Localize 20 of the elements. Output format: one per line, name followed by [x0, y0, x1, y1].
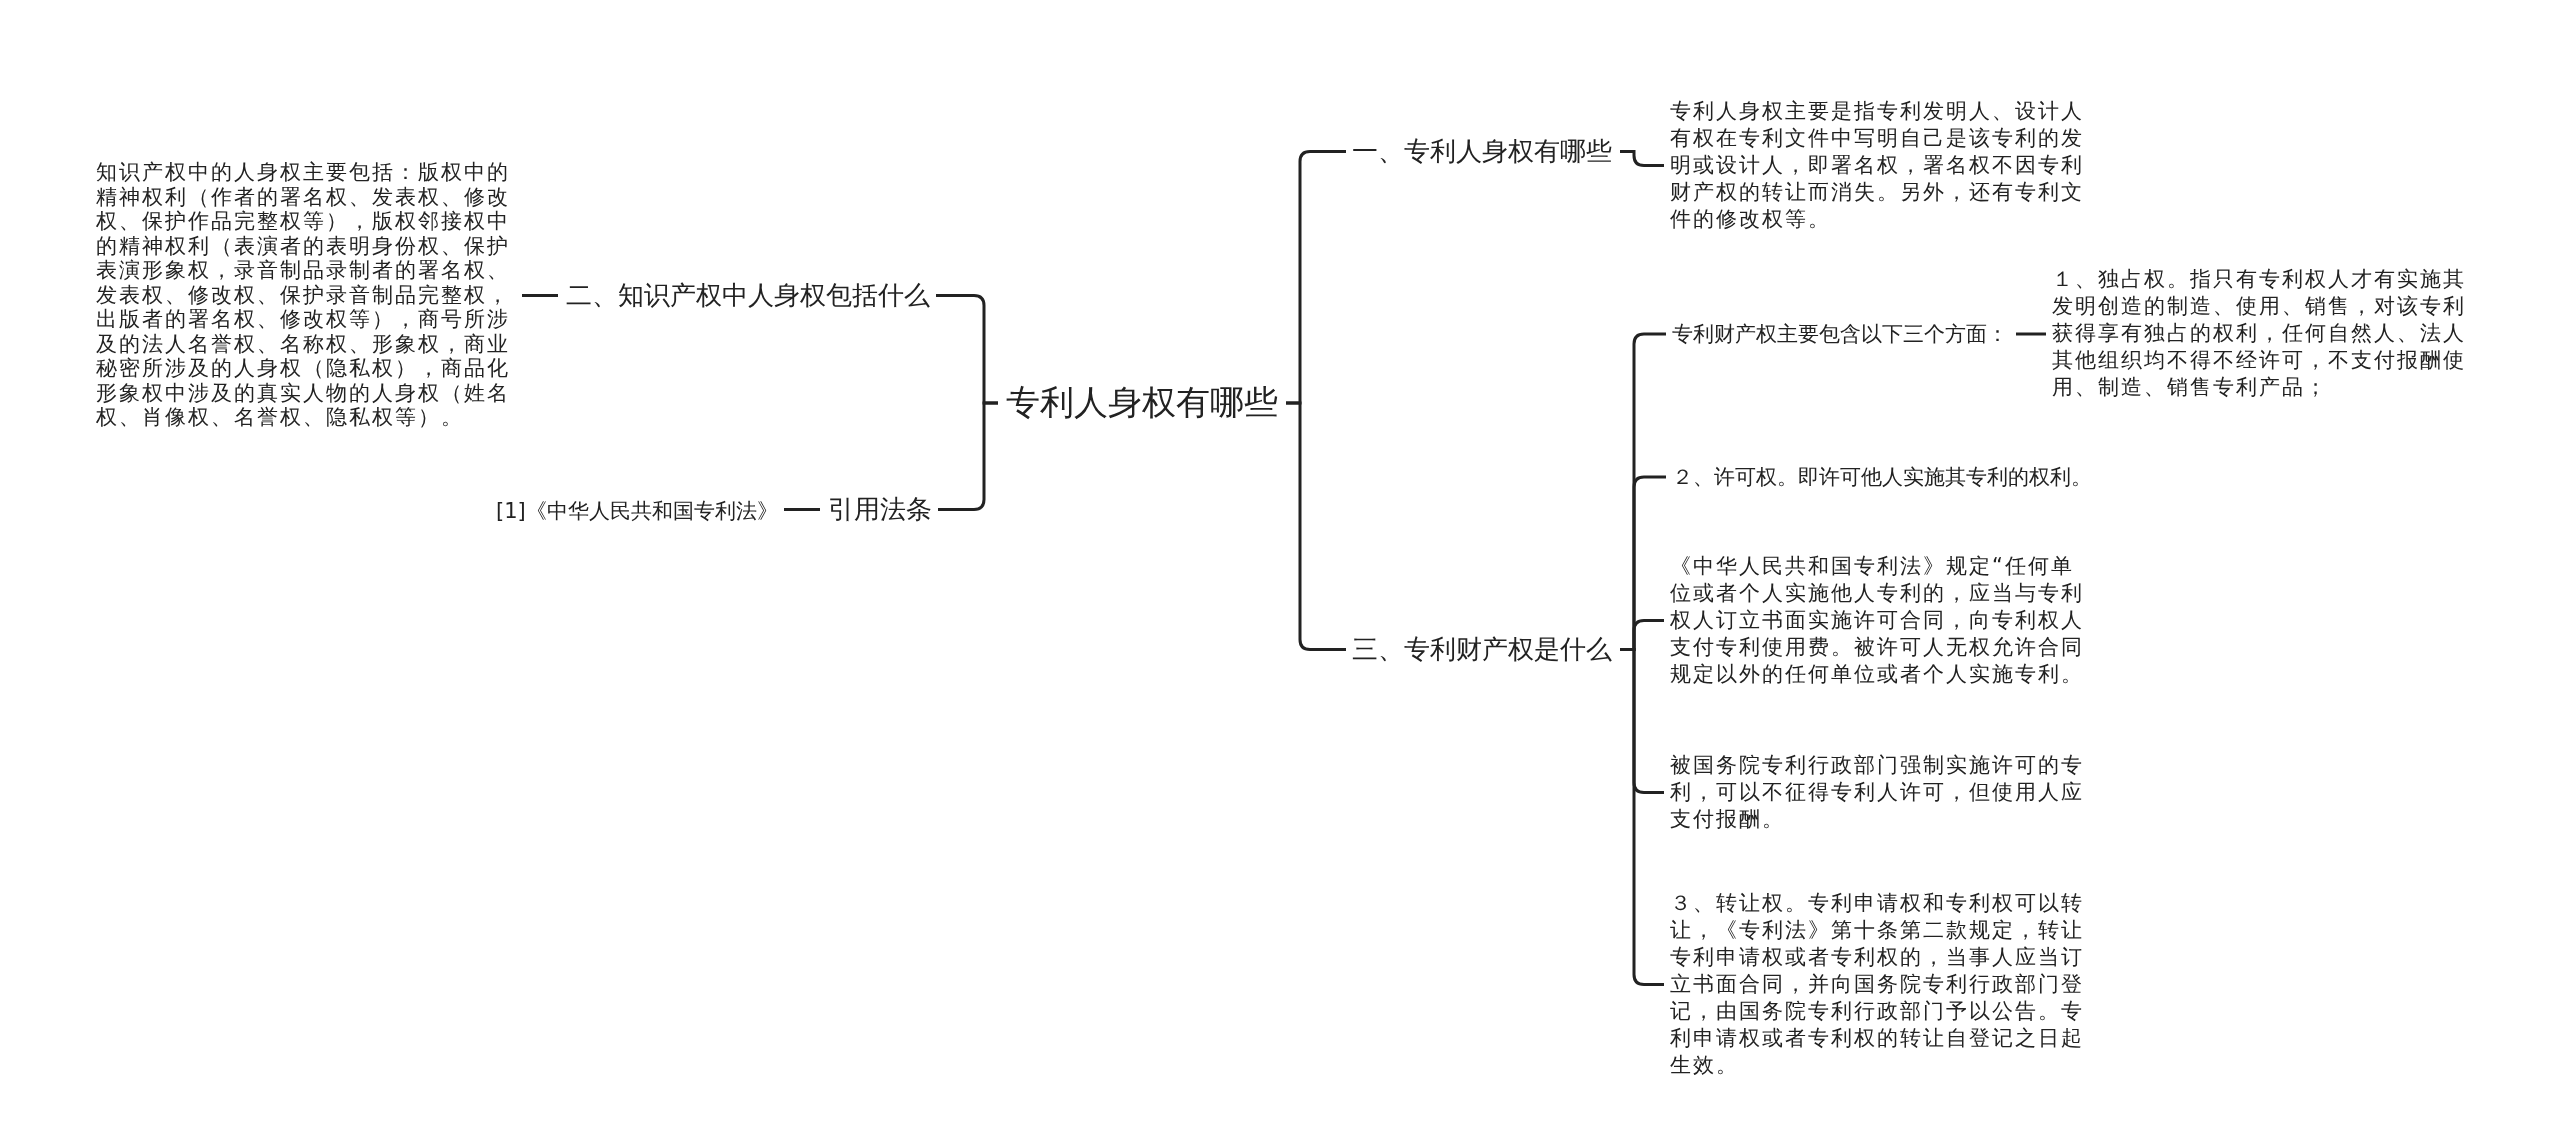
note-text: 专利人身权主要是指专利发明人、设计人有权在专利文件中写明自己是该专利的发明或设计人，即署名权，署名权不因专利财产权的转让而消失。另外，还有专利文件的修改权等。: [1670, 98, 2090, 233]
note-text: 知识产权中的人身权主要包括：版权中的精神权利（作者的署名权、发表权、修改权、保护作品完整权等），版权邻接权中的精神权利（表演者的表明身份权、保护表演形象权，录音制品录制者的署名权、发表权、修改权、保护录音制品完整权，出版者的署名权、修改权等），商号所涉及的法人名誉权、名称权、形象权，商业秘密所涉及的人身权（隐私权），商品化形象权中涉及的真实人物的人身权（姓名权、肖像权、名誉权、隐私权等）。: [96, 160, 516, 430]
note-text: １、独占权。指只有专利权人才有实施其发明创造的制造、使用、销售，对该专利获得享有独占的权利，任何自然人、法人其他组织均不得不经许可，不支付报酬使用、制造、销售专利产品；: [2052, 266, 2472, 401]
connector-line: [938, 401, 998, 511]
connector-line: [522, 294, 558, 297]
connector-line: [1620, 150, 1664, 167]
citation-text: [1]《中华人民共和国专利法》: [496, 497, 778, 525]
subtopic-text: ２、许可权。即许可他人实施其专利的权利。: [1672, 463, 2092, 491]
branch-topic: 二、知识产权中人身权包括什么: [566, 278, 930, 313]
connector-line: [784, 508, 820, 511]
connector-line: [1286, 401, 1346, 651]
branch-topic: 三、专利财产权是什么: [1352, 632, 1612, 667]
note-text: ３、转让权。专利申请权和专利权可以转让，《专利法》第十条第二款规定，转让专利申请权或者专利权的，当事人应当订立书面合同，并向国务院专利行政部门登记，由国务院专利行政部门予以公告。专利申请权或者专利权的转让自登记之日起生效。: [1670, 890, 2090, 1079]
central-topic: 专利人身权有哪些: [1006, 380, 1278, 426]
subtopic-text: 专利财产权主要包含以下三个方面：: [1672, 320, 2008, 348]
branch-topic: 引用法条: [828, 492, 932, 527]
note-text: 被国务院专利行政部门强制实施许可的专利，可以不征得专利人许可，但使用人应支付报酬。: [1670, 752, 2090, 833]
branch-topic: 一、专利人身权有哪些: [1352, 134, 1612, 169]
connector-line: [2016, 332, 2046, 336]
note-text: 《中华人民共和国专利法》规定“任何单位或者个人实施他人专利的，应当与专利权人订立书面实施许可合同，向专利权人支付专利使用费。被许可人无权允许合同规定以外的任何单位或者个人实施专利。: [1670, 553, 2090, 688]
